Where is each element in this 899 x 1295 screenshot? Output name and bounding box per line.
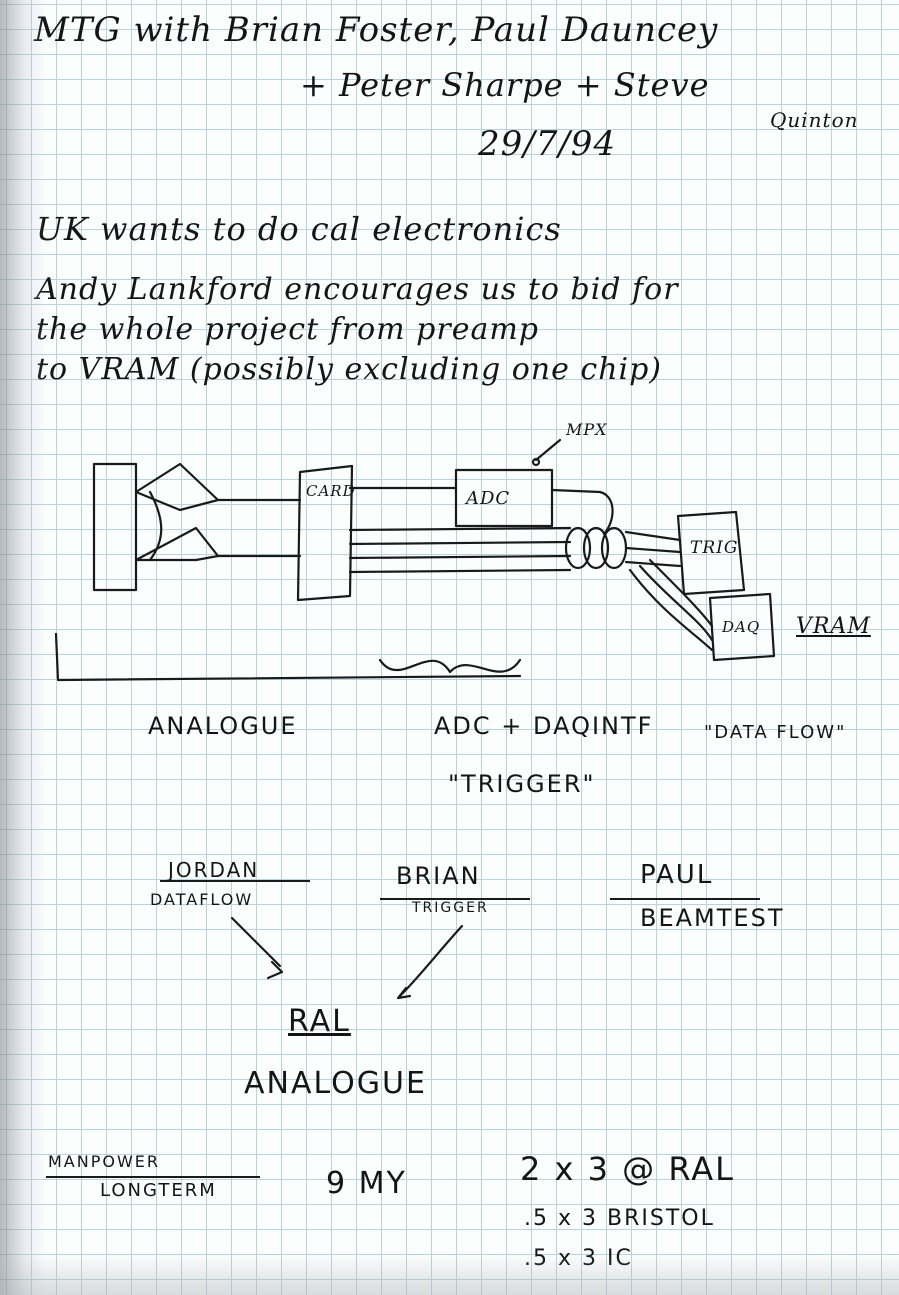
arrow-brian-to-ral [400, 926, 462, 996]
manpower-row-ral: 2 x 3 @ RAL [520, 1150, 735, 1188]
underline-manpower [46, 1176, 260, 1178]
longterm-label: LONGTERM [100, 1180, 217, 1201]
manpower-row-bristol: .5 x 3 BRISTOL [524, 1206, 715, 1231]
ral-label: RAL [288, 1004, 351, 1039]
manpower-label: MANPOWER [48, 1152, 160, 1171]
manpower-total: 9 MY [326, 1166, 407, 1201]
page-edge-shadow-bottom [0, 1255, 899, 1295]
page-edge-shadow-left [0, 0, 46, 1295]
arrow-jordan-to-ral [232, 918, 280, 966]
ral-role: ANALOGUE [244, 1066, 427, 1101]
